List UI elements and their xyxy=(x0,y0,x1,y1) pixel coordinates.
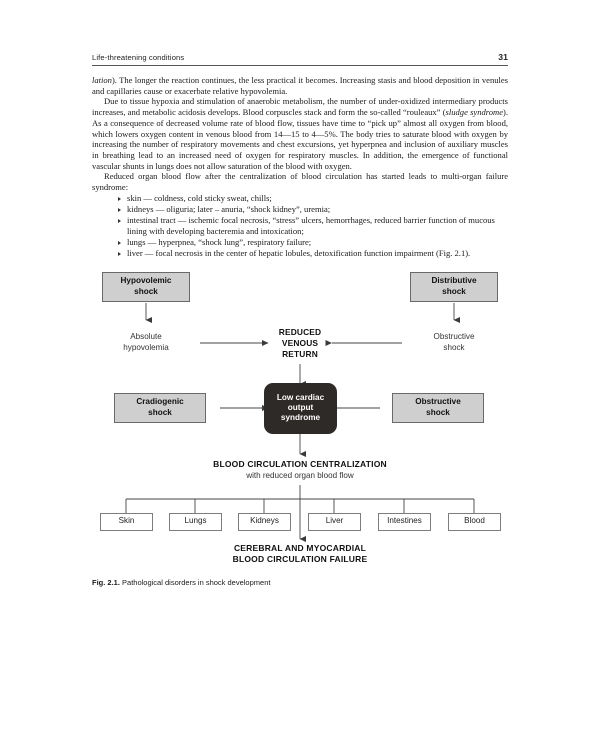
figure-caption-label: Fig. 2.1. xyxy=(92,577,120,587)
organ-label: Intestines xyxy=(387,516,422,526)
node-label-line: Cradiogenic xyxy=(136,397,184,407)
figure-caption: Fig. 2.1. Pathological disorders in shoc… xyxy=(92,578,508,587)
organ-label: Blood xyxy=(464,516,485,526)
node-label-line: Low cardiac xyxy=(276,392,325,402)
paragraph-2-part-b: ). As a consequence of decreased volume … xyxy=(92,107,508,171)
paragraph-1: lation). The longer the reaction continu… xyxy=(92,75,508,96)
node-label-line: Hypovolemic xyxy=(120,276,172,286)
organ-label: Skin xyxy=(118,516,135,526)
node-obstructive-shock-lower: Obstructive shock xyxy=(392,392,484,423)
organ-box-liver: Liver xyxy=(308,512,361,531)
list-item: intestinal tract — ischemic focal necros… xyxy=(118,215,508,236)
organ-label: Liver xyxy=(325,516,344,526)
organ-box-lungs: Lungs xyxy=(169,512,222,531)
node-label-line: VENOUS xyxy=(281,338,319,349)
node-cradiogenic-shock: Cradiogenic shock xyxy=(114,392,206,423)
header-title: Life-threatening conditions xyxy=(92,53,185,62)
node-distributive-shock: Distributive shock xyxy=(410,271,498,302)
paragraph-2-part-a: Due to tissue hypoxia and stimulation of… xyxy=(92,96,508,118)
node-label-line: shock xyxy=(426,407,450,417)
banner-circulation-failure: CEREBRAL AND MYOCARDIAL BLOOD CIRCULATIO… xyxy=(92,543,508,565)
running-header: Life-threatening conditions 31 xyxy=(92,52,508,65)
node-label-line: shock xyxy=(148,407,172,417)
list-item: lungs — hyperpnea, “shock lung”, respira… xyxy=(118,237,508,248)
node-label-line: Absolute xyxy=(130,332,162,342)
header-rule xyxy=(92,65,508,66)
node-obstructive-shock-upper: Obstructive shock xyxy=(412,328,496,358)
italic-lation: lation xyxy=(92,75,112,85)
multi-organ-failure-list: skin — coldness, cold sticky sweat, chil… xyxy=(92,193,508,258)
list-item: liver — focal necrosis in the center of … xyxy=(118,248,508,259)
organ-label: Kidneys xyxy=(250,516,279,526)
banner-title: BLOOD CIRCULATION CENTRALIZATION xyxy=(213,458,387,469)
banner-title-line: BLOOD CIRCULATION FAILURE xyxy=(232,553,368,564)
node-hypovolemic-shock: Hypovolemic shock xyxy=(102,271,190,302)
node-absolute-hypovolemia: Absolute hypovolemia xyxy=(104,328,188,358)
organ-box-skin: Skin xyxy=(100,512,153,531)
paragraph-1-text: ). The longer the reaction continues, th… xyxy=(92,75,508,96)
node-label-line: Distributive xyxy=(431,276,477,286)
node-label-line: REDUCED xyxy=(278,327,322,338)
node-label-line: Obstructive xyxy=(415,397,461,407)
list-item: kidneys — oliguria; later – anuria, “sho… xyxy=(118,204,508,215)
node-label-line: syndrome xyxy=(280,413,321,423)
diagram-connectors xyxy=(125,302,475,542)
node-label-line: output xyxy=(287,403,314,413)
node-label-line: hypovolemia xyxy=(123,342,169,352)
node-label-line: shock xyxy=(442,286,466,296)
paragraph-3: Reduced organ blood flow after the centr… xyxy=(92,171,508,193)
node-label-line: shock xyxy=(134,286,158,296)
organ-box-intestines: Intestines xyxy=(378,512,431,531)
node-label-line: Obstructive xyxy=(433,332,475,342)
banner-blood-circulation-centralization: BLOOD CIRCULATION CENTRALIZATION with re… xyxy=(92,459,508,481)
figure-caption-text: Pathological disorders in shock developm… xyxy=(122,577,271,587)
banner-title-line: CEREBRAL AND MYOCARDIAL xyxy=(233,542,367,553)
banner-subtitle: with reduced organ blood flow xyxy=(246,470,354,480)
node-label-line: RETURN xyxy=(282,349,318,360)
list-item: skin — coldness, cold sticky sweat, chil… xyxy=(118,193,508,204)
figure-2-1-diagram: Hypovolemic shock Distributive shock Abs… xyxy=(92,267,508,572)
node-low-cardiac-output-syndrome: Low cardiac output syndrome xyxy=(264,382,337,434)
organ-label: Lungs xyxy=(184,516,207,526)
italic-sludge-syndrome: sludge syndrome xyxy=(445,107,503,118)
node-label-line: shock xyxy=(443,342,465,352)
paragraph-2: Due to tissue hypoxia and stimulation of… xyxy=(92,96,508,171)
organ-box-kidneys: Kidneys xyxy=(238,512,291,531)
node-reduced-venous-return: REDUCED VENOUS RETURN xyxy=(260,323,340,365)
page-number: 31 xyxy=(498,52,508,62)
organ-box-blood: Blood xyxy=(448,512,501,531)
